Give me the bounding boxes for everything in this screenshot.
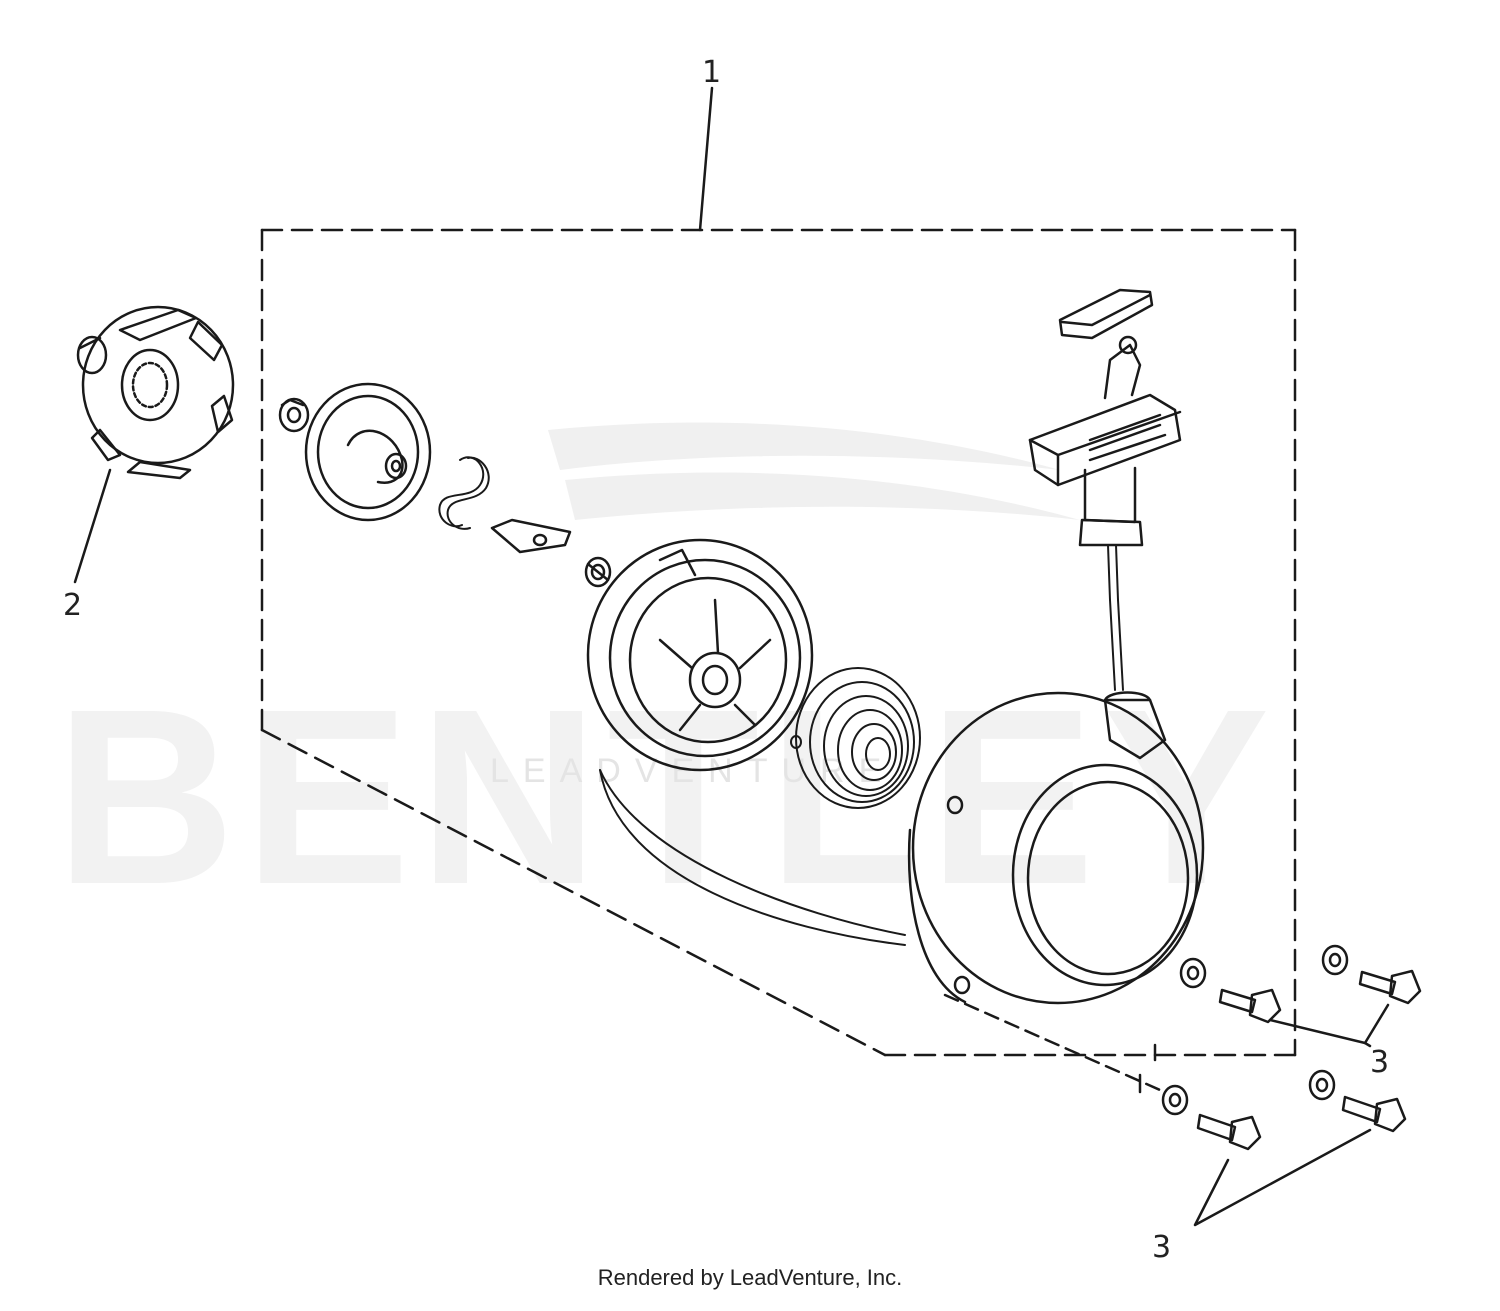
nut: [278, 397, 310, 433]
callout-3b: 3: [1152, 1230, 1172, 1265]
leader-2: [73, 468, 112, 584]
handle-insert: [1058, 288, 1154, 340]
callout-1: 1: [702, 55, 722, 90]
bolts-lower: [1161, 1069, 1407, 1151]
pawl-spring: [584, 556, 612, 588]
leader-1: [698, 86, 714, 232]
starter-rope: [599, 544, 1124, 946]
ratchet-pawl: [490, 518, 572, 554]
leader-3a: [1268, 1003, 1390, 1045]
friction-plate: [304, 382, 432, 522]
starter-handle: [1028, 335, 1182, 547]
starter-housing: [907, 691, 1205, 1005]
leader-lines: [73, 86, 1390, 1227]
assembly-boundary: [260, 228, 1297, 1057]
drive-pulley: [76, 305, 235, 480]
wire-clip: [438, 456, 490, 530]
watermark-swoosh: [548, 422, 1080, 520]
recoil-spring: [790, 667, 921, 809]
callout-3a: 3: [1370, 1045, 1390, 1080]
bolts-upper: [1179, 944, 1422, 1024]
leader-3b: [1193, 1128, 1372, 1227]
callout-2: 2: [63, 588, 83, 623]
rendered-by-footer: Rendered by LeadVenture, Inc.: [597, 1265, 903, 1290]
bolt-axis: [943, 993, 1162, 1092]
rope-reel: [586, 538, 814, 772]
